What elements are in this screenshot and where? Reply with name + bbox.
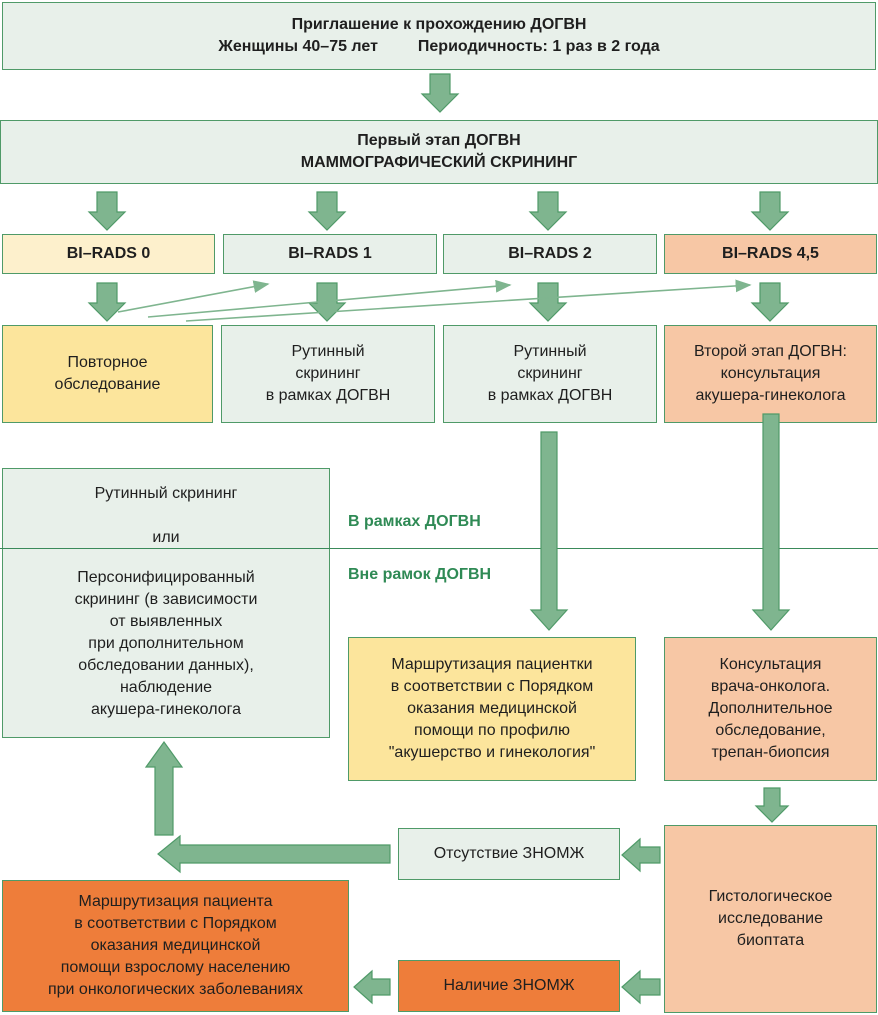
- birads-45-box: BI–RADS 4,5: [664, 234, 877, 274]
- absence-box: Отсутствие ЗНОМЖ: [398, 828, 620, 880]
- arrow-left-to-routing-onc: [353, 969, 391, 1005]
- onc-line-3: Дополнительное: [708, 700, 833, 717]
- routine2-line-1: Рутинный: [513, 343, 587, 360]
- histology-line-1: Гистологическое: [708, 888, 833, 905]
- inside-zone-label: В рамках ДОГВН: [348, 513, 481, 530]
- arrow-down-birads2: [528, 191, 568, 231]
- routing-gynecology-box: Маршрутизация пациентки в соответствии с…: [348, 637, 636, 781]
- personal-line-1: Персонифицированный: [77, 569, 255, 586]
- arrow-down-repeat: [87, 282, 127, 322]
- stage2-line-2: консультация: [720, 365, 821, 382]
- personal-line-3: от выявленных: [109, 613, 223, 630]
- routing-onc-line-4: помощи взрослому населению: [60, 959, 291, 976]
- arrow-left-from-absence: [157, 834, 391, 874]
- personal-line-7: акушера-гинеколога: [91, 701, 241, 718]
- stage1-line2: МАММОГРАФИЧЕСКИЙ СКРИНИНГ: [300, 154, 578, 171]
- birads-45-label: BI–RADS 4,5: [722, 245, 819, 262]
- routing-onc-line-2: в соответствии с Порядком: [74, 915, 277, 932]
- routing-onc-line-1: Маршрутизация пациента: [78, 893, 273, 910]
- arrow-left-to-presence: [621, 969, 661, 1005]
- stage2-line-1: Второй этап ДОГВН:: [694, 343, 847, 360]
- arrow-down-to-routing-gyn: [529, 431, 569, 631]
- arrow-down-header: [420, 73, 460, 113]
- personalized-screening-text: Персонифицированный скрининг (в зависимо…: [75, 567, 258, 721]
- routing-gyn-line-1: Маршрутизация пациентки: [391, 656, 593, 673]
- routine1-line-1: Рутинный: [291, 343, 365, 360]
- personal-line-2: скрининг (в зависимости: [74, 591, 258, 608]
- routing-oncology-box: Маршрутизация пациента в соответствии с …: [2, 880, 349, 1012]
- routing-onc-line-3: оказания медицинской: [90, 937, 261, 954]
- onc-line-5: трепан-биопсия: [711, 744, 830, 761]
- routing-gyn-line-4: помощи по профилю: [414, 722, 570, 739]
- oncologist-consult-box: Консультация врача-онколога. Дополнитель…: [664, 637, 877, 781]
- routing-onc-line-5: при онкологических заболеваниях: [47, 981, 304, 998]
- thin-arrow-to-birads1: [117, 280, 270, 313]
- histology-line-2: исследование: [718, 910, 823, 927]
- periodicity: Периодичность: 1 раз в 2 года: [417, 38, 660, 55]
- repeat-line-1: Повторное: [67, 354, 148, 371]
- arrow-down-birads45: [750, 191, 790, 231]
- onc-line-4: обследование,: [715, 722, 826, 739]
- personal-line-4: при дополнительном: [88, 635, 244, 652]
- routine-screening-1-box: Рутинный скрининг в рамках ДОГВН: [221, 325, 435, 423]
- stage2-box: Второй этап ДОГВН: консультация акушера-…: [664, 325, 877, 423]
- birads-0-label: BI–RADS 0: [66, 245, 151, 262]
- routine1-line-3: в рамках ДОГВН: [265, 387, 391, 404]
- stage2-line-3: акушера-гинеколога: [695, 387, 846, 404]
- invitation-box: Приглашение к прохождению ДОГВН Женщины …: [2, 2, 876, 70]
- arrow-down-routine2: [528, 282, 568, 322]
- arrow-down-birads1: [307, 191, 347, 231]
- thin-arrow-to-birads45: [185, 279, 752, 322]
- arrow-down-to-oncologist: [751, 413, 791, 631]
- follow-up-box: Рутинный скрининг или Персонифицированны…: [2, 468, 330, 738]
- outside-zone-label: Вне рамок ДОГВН: [348, 566, 492, 583]
- histology-box: Гистологическое исследование биоптата: [664, 825, 877, 1013]
- arrow-down-to-histology: [754, 787, 790, 823]
- arrow-down-birads0: [87, 191, 127, 231]
- repeat-line-2: обследование: [54, 376, 161, 393]
- presence-box: Наличие ЗНОМЖ: [398, 960, 620, 1012]
- histology-line-3: биоптата: [736, 932, 805, 949]
- routine1-line-2: скрининг: [295, 365, 361, 382]
- women-age: Женщины 40–75 лет: [218, 38, 378, 55]
- arrow-left-to-absence: [621, 837, 661, 873]
- repeat-exam-box: Повторное обследование: [2, 325, 213, 423]
- birads-2-box: BI–RADS 2: [443, 234, 657, 274]
- routine2-line-3: в рамках ДОГВН: [487, 387, 613, 404]
- presence-label: Наличие ЗНОМЖ: [443, 977, 575, 994]
- birads-0-box: BI–RADS 0: [2, 234, 215, 274]
- zone-divider: [0, 548, 878, 549]
- arrow-up-to-follow-up: [144, 740, 184, 836]
- absence-label: Отсутствие ЗНОМЖ: [433, 845, 585, 862]
- thin-arrow-to-birads2: [147, 279, 512, 318]
- or-text: или: [152, 529, 180, 546]
- arrow-down-stage2: [750, 282, 790, 322]
- personal-line-6: наблюдение: [119, 679, 213, 696]
- routine-screening-2-box: Рутинный скрининг в рамках ДОГВН: [443, 325, 657, 423]
- stage1-box: Первый этап ДОГВН МАММОГРАФИЧЕСКИЙ СКРИН…: [0, 120, 878, 184]
- birads-1-box: BI–RADS 1: [223, 234, 437, 274]
- routine2-line-2: скрининг: [517, 365, 583, 382]
- birads-1-label: BI–RADS 1: [288, 245, 372, 262]
- invitation-title: Приглашение к прохождению ДОГВН: [291, 16, 587, 33]
- personal-line-5: обследовании данных),: [78, 657, 254, 674]
- routing-gyn-line-2: в соответствии с Порядком: [390, 678, 594, 695]
- onc-line-1: Консультация: [719, 656, 822, 673]
- routing-gyn-line-3: оказания медицинской: [407, 700, 577, 717]
- routine-screening-text: Рутинный скрининг: [94, 485, 238, 502]
- birads-2-label: BI–RADS 2: [508, 245, 592, 262]
- onc-line-2: врача-онколога.: [710, 678, 831, 695]
- stage1-line1: Первый этап ДОГВН: [357, 132, 521, 149]
- arrow-down-routine1: [307, 282, 347, 322]
- routing-gyn-line-5: "акушерство и гинекология": [388, 744, 596, 761]
